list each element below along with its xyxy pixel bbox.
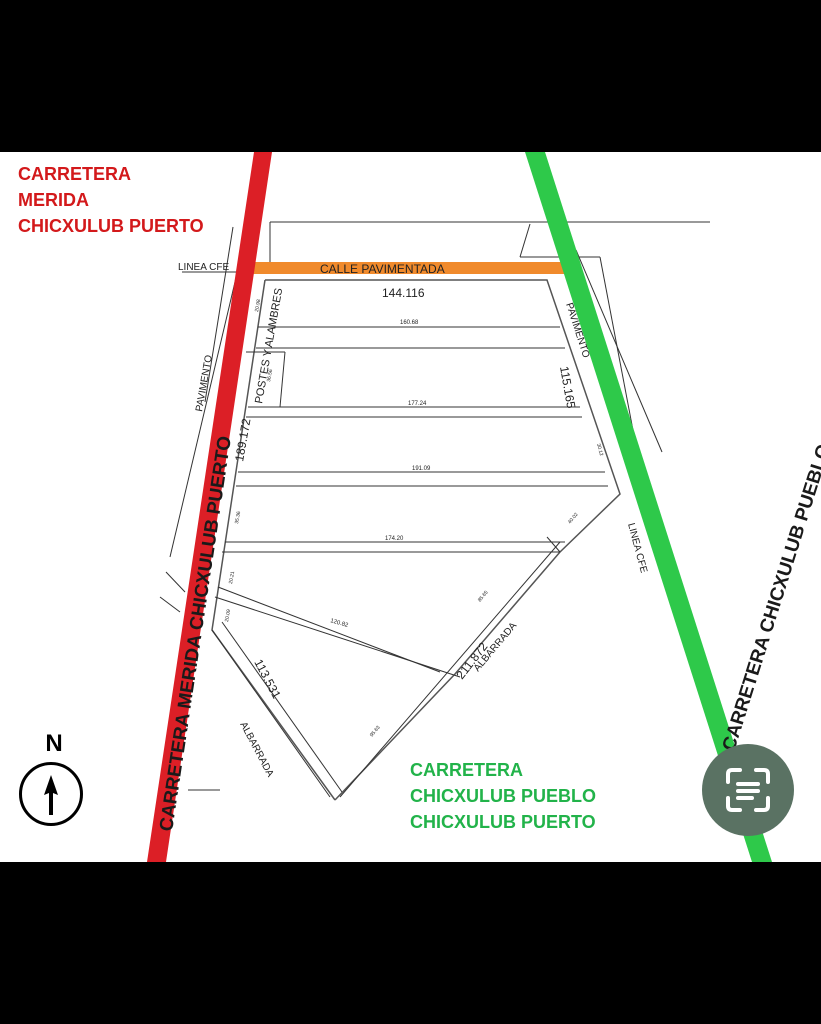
cfe-line-west-label: LINEA CFE bbox=[178, 262, 229, 273]
road-west-legend-line-3: CHICXULUB PUERTO bbox=[18, 216, 204, 236]
small-dimension-3: 35.36 bbox=[234, 511, 242, 525]
small-dimension-4: 20.21 bbox=[228, 571, 236, 585]
background-linework bbox=[159, 221, 710, 801]
small-dimension-7: 85.65 bbox=[477, 590, 490, 604]
small-dimension-9: 30.12 bbox=[595, 443, 604, 457]
road-east-inline-label: CARRETERA CHICXULUB PUEBLO CHICXULUB PUE… bbox=[719, 250, 821, 754]
width-dimension-2: 177.24 bbox=[408, 401, 427, 407]
small-dimension-2: 36.56 bbox=[266, 369, 274, 383]
road-west-legend-line-2: MERIDA bbox=[18, 190, 89, 210]
small-dimension-6: 40.02 bbox=[567, 512, 580, 526]
width-dimension-3: 191.09 bbox=[412, 466, 431, 472]
google-lens-text-icon[interactable] bbox=[702, 744, 794, 836]
bottom-black-bar bbox=[0, 862, 821, 1024]
small-dimension-8: 95.63 bbox=[369, 725, 382, 739]
survey-plan: 144.116 160.68 177.24 191.09 174.20 120.… bbox=[147, 152, 821, 862]
north-indicator: N bbox=[18, 730, 90, 832]
top-black-bar bbox=[0, 0, 821, 152]
annotation-labels: LINEA CFE PAVIMENTO POSTES Y ALAMBRES PA… bbox=[178, 262, 649, 779]
east-side-dimension: 115.165 bbox=[557, 365, 578, 410]
road-east-legend-line-1: CARRETERA bbox=[410, 760, 524, 780]
road-east-legend: CARRETERA CHICXULUB PUEBLO CHICXULUB PUE… bbox=[410, 757, 596, 835]
width-dimension-5: 120.82 bbox=[329, 618, 349, 629]
north-side-dimension: 144.116 bbox=[382, 286, 425, 300]
small-dimension-1: 20.98 bbox=[254, 299, 262, 313]
paved-street-label: CALLE PAVIMENTADA bbox=[320, 262, 445, 276]
north-letter: N bbox=[45, 730, 63, 757]
north-arrow-icon bbox=[19, 762, 83, 826]
width-dimension-1: 160.68 bbox=[400, 320, 419, 326]
albarrada-southwest-label: ALBARRADA bbox=[237, 720, 275, 779]
map-canvas: 144.116 160.68 177.24 191.09 174.20 120.… bbox=[0, 152, 821, 862]
small-dimension-5: 20.09 bbox=[224, 609, 232, 623]
dimension-labels: 144.116 160.68 177.24 191.09 174.20 120.… bbox=[224, 286, 604, 738]
road-west-legend: CARRETERA MERIDA CHICXULUB PUERTO bbox=[18, 161, 204, 239]
road-east-legend-line-3: CHICXULUB PUERTO bbox=[410, 812, 596, 832]
paved-street: CALLE PAVIMENTADA bbox=[245, 262, 570, 276]
southwest-side-dimension: 113.531 bbox=[251, 657, 283, 701]
road-west-legend-line-1: CARRETERA bbox=[18, 164, 132, 184]
pavement-west-label: PAVIMENTO bbox=[194, 354, 215, 412]
road-west-inline-label: CARRETERA MERIDA CHICXULUB PUERTO bbox=[156, 435, 236, 833]
cfe-line-east-label: LINEA CFE bbox=[625, 522, 649, 575]
width-dimension-4: 174.20 bbox=[385, 536, 404, 542]
road-east-legend-line-2: CHICXULUB PUEBLO bbox=[410, 786, 597, 806]
road-west: CARRETERA MERIDA CHICXULUB PUERTO bbox=[147, 152, 272, 862]
